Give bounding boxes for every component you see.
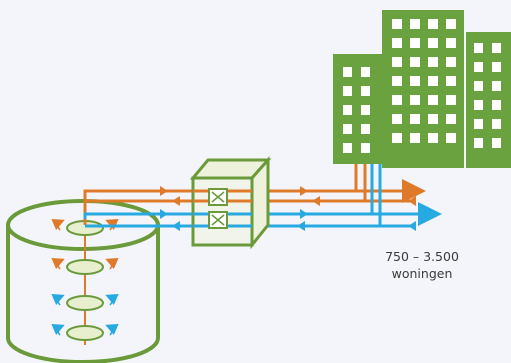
window (492, 43, 501, 53)
apartment-buildings-icon (333, 10, 511, 168)
window (343, 143, 352, 153)
window (428, 38, 438, 48)
window (392, 57, 402, 67)
window (361, 124, 370, 134)
window (343, 124, 352, 134)
flow-arrow-icon (297, 221, 305, 231)
flow-arrows (160, 186, 416, 231)
flow-arrow-icon (408, 221, 416, 231)
window (474, 138, 483, 148)
flow-arrow-icon (300, 186, 308, 196)
circulation-arrow (105, 294, 119, 306)
capacity-caption: 750 – 3.500 woningen (372, 248, 472, 282)
tank-disc (66, 295, 104, 311)
window (428, 95, 438, 105)
flow-arrow-icon (312, 196, 320, 206)
window (392, 95, 402, 105)
building-right (466, 32, 511, 168)
window (474, 81, 483, 91)
tank-disc (66, 259, 104, 275)
cold-pipe-upper (83, 202, 442, 226)
window (446, 76, 456, 86)
circulation-arrow (51, 294, 65, 306)
window (474, 119, 483, 129)
building-left (333, 54, 383, 164)
window (446, 38, 456, 48)
window (410, 76, 420, 86)
window (446, 114, 456, 124)
heat-exchanger-icon (189, 156, 272, 250)
window (474, 62, 483, 72)
window (446, 19, 456, 29)
window (446, 95, 456, 105)
window (361, 86, 370, 96)
window (492, 100, 501, 110)
window (446, 133, 456, 143)
window (392, 114, 402, 124)
window (428, 19, 438, 29)
window (428, 114, 438, 124)
circulation-arrow (105, 324, 119, 336)
window (410, 95, 420, 105)
window (361, 105, 370, 115)
window (410, 114, 420, 124)
tank-disc (66, 325, 104, 341)
building-center (382, 10, 464, 168)
window (410, 57, 420, 67)
window (343, 86, 352, 96)
circulation-arrow (51, 258, 65, 270)
window (492, 119, 501, 129)
window (428, 57, 438, 67)
building-windows (343, 19, 501, 153)
window (410, 133, 420, 143)
window (428, 133, 438, 143)
flow-arrow-icon (172, 196, 180, 206)
window (392, 19, 402, 29)
circulation-arrow (51, 219, 65, 231)
window (428, 76, 438, 86)
tank-discs (51, 219, 119, 341)
window (492, 62, 501, 72)
window (446, 57, 456, 67)
window (343, 67, 352, 77)
caption-range: 750 – 3.500 (385, 249, 459, 264)
window (392, 133, 402, 143)
circulation-arrow (51, 324, 65, 336)
caption-unit: woningen (391, 266, 453, 281)
window (474, 43, 483, 53)
window (343, 105, 352, 115)
window (361, 143, 370, 153)
window (392, 38, 402, 48)
window (492, 138, 501, 148)
tank-body (6, 225, 160, 363)
window (474, 100, 483, 110)
flow-arrow-icon (300, 209, 308, 219)
hot-pipe-lower (83, 199, 410, 207)
window (410, 38, 420, 48)
window (410, 19, 420, 29)
window (361, 67, 370, 77)
circulation-arrow (105, 258, 119, 270)
window (492, 81, 501, 91)
flow-arrow-icon (160, 186, 168, 196)
window (392, 76, 402, 86)
flow-arrow-icon (160, 209, 168, 219)
flow-arrow-icon (172, 221, 180, 231)
flow-arrow-icon (408, 196, 416, 206)
